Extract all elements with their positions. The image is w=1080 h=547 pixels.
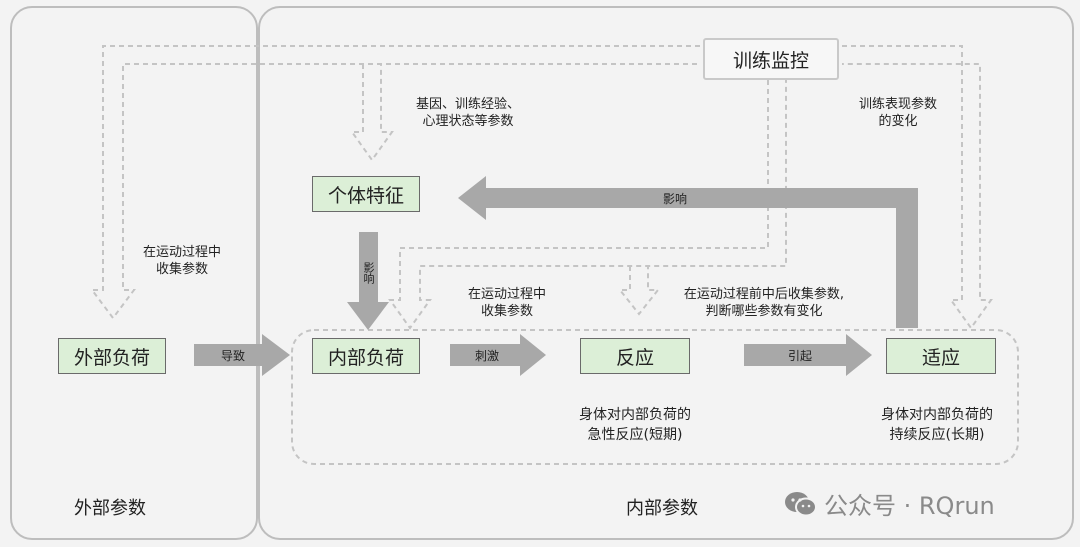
collect-external-annotation: 在运动过程中 收集参数 bbox=[142, 245, 221, 277]
internal-parameters-panel bbox=[258, 6, 1074, 540]
external-parameters-title: 外部参数 bbox=[74, 498, 146, 519]
leads-to-arrow bbox=[194, 334, 290, 376]
external-load-box: 外部负荷 bbox=[58, 338, 166, 374]
acute-response-annotation: 身体对内部负荷的 急性反应(短期) bbox=[579, 407, 691, 443]
leads-to-label: 导致 bbox=[220, 349, 245, 363]
collect-internal-annotation: 在运动过程中 收集参数 bbox=[467, 287, 546, 319]
internal-response-region bbox=[291, 329, 1019, 465]
watermark: 公众号 · RQrun bbox=[784, 486, 995, 521]
training-monitoring-box: 训练监控 bbox=[703, 38, 839, 80]
affect-arrow bbox=[347, 232, 389, 330]
to-individual-dashed-arrow bbox=[350, 64, 394, 162]
internal-parameters-title: 内部参数 bbox=[626, 498, 698, 519]
response-box: 反应 bbox=[580, 338, 690, 374]
genes-annotation: 基因、训练经验、 心理状态等参数 bbox=[415, 97, 520, 129]
monitor-to-adaptation-dashed-arrow bbox=[842, 45, 993, 330]
monitor-to-external-dashed-arrow bbox=[90, 45, 700, 320]
stimulus-label: 刺激 bbox=[474, 349, 499, 363]
influence-arrow bbox=[458, 176, 918, 328]
watermark-text: 公众号 · RQrun bbox=[824, 492, 995, 520]
chronic-response-annotation: 身体对内部负荷的 持续反应(长期) bbox=[881, 407, 993, 443]
performance-change-annotation: 训练表现参数 的变化 bbox=[858, 97, 937, 129]
internal-load-box: 内部负荷 bbox=[312, 338, 420, 374]
before-during-after-annotation: 在运动过程前中后收集参数, 判断哪些参数有变化 bbox=[683, 287, 845, 319]
monitor-to-internal-dashed-arrow bbox=[388, 80, 787, 330]
affect-label: 影响 bbox=[362, 262, 375, 284]
influence-label: 影响 bbox=[662, 192, 687, 206]
causes-arrow bbox=[744, 334, 872, 376]
to-response-dashed-arrow bbox=[617, 266, 661, 316]
individual-features-box: 个体特征 bbox=[312, 176, 420, 212]
adaptation-box: 适应 bbox=[886, 338, 996, 374]
external-parameters-panel bbox=[10, 6, 258, 540]
stimulus-arrow bbox=[450, 334, 546, 376]
causes-label: 引起 bbox=[787, 349, 812, 363]
wechat-icon bbox=[785, 491, 817, 516]
